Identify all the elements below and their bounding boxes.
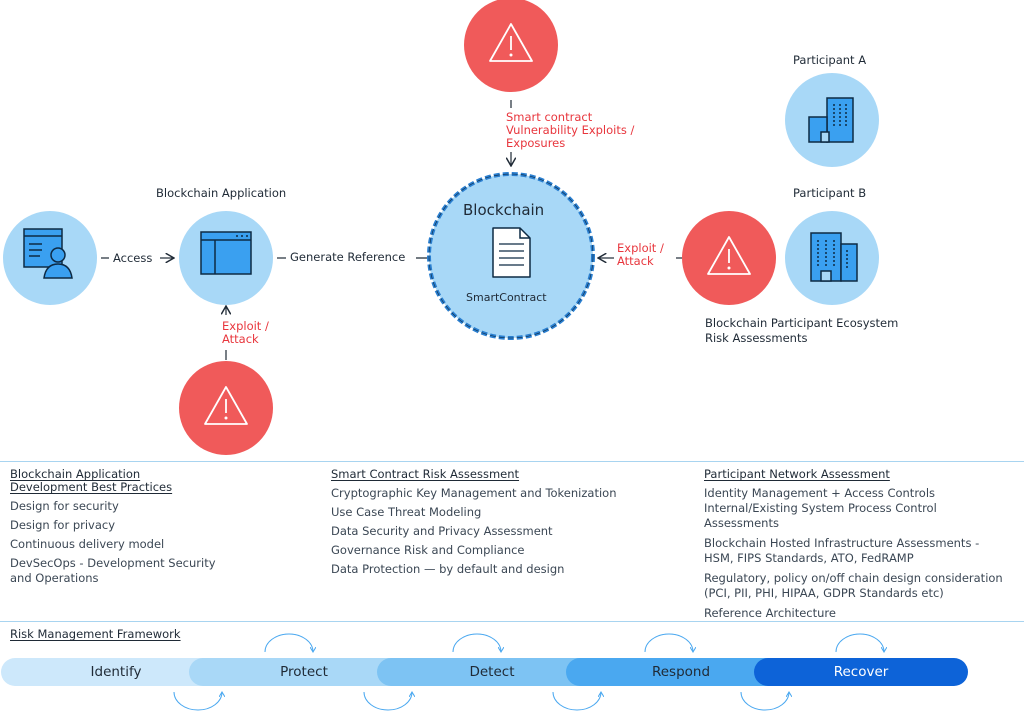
alert-node-smart-contract [464,0,558,92]
list-item: Blockchain Hosted Infrastructure Assessm… [704,536,980,565]
column-participant-network: Participant Network Assessment Identity … [704,468,1014,621]
cycle-arrow-icon [835,633,884,652]
list-item: Reference Architecture [704,606,836,620]
warning-icon [489,23,533,62]
column-title: Blockchain Application [10,467,141,481]
blockchain-application-node [179,211,273,305]
blockchain-application-label: Blockchain Application [156,186,287,200]
cycle-arrow-icon [363,692,412,711]
threat-diagram [3,0,879,455]
exploit-attack-app-label: Exploit / Attack [222,319,269,346]
section-divider-bottom [0,621,1024,622]
blockchain-node [427,172,595,340]
smart-contract-label: SmartContract [466,291,547,304]
framework-title: Risk Management Framework [10,627,181,641]
column-dev-best-practices: Blockchain Application Development Best … [10,468,310,586]
alert-node-app [179,361,273,455]
exploit-attack-blockchain-label: Exploit / Attack [617,241,664,268]
access-label: Access [113,251,153,265]
participant-a-node [785,73,879,167]
ecosystem-label: Blockchain Participant Ecosystem Risk As… [705,316,899,345]
blockchain-title: Blockchain [463,201,545,219]
cycle-arrow-icon [552,692,601,711]
building-icon [808,97,854,143]
list-item: Use Case Threat Modeling [331,505,482,519]
list-item: Continuous delivery model [10,537,165,551]
warning-icon [204,386,248,425]
user-node [3,211,97,305]
section-divider-top [0,461,1024,462]
warning-icon [707,236,751,275]
user-screen-icon [23,228,73,279]
participant-b-node [785,211,879,305]
alert-node-participants [682,211,776,305]
list-item: Governance Risk and Compliance [331,543,525,557]
list-item: Design for security [10,499,119,513]
smart-contract-threat-label: Smart contract Vulnerability Exploits / … [506,110,635,150]
list-item: Data Protection — by default and design [331,562,565,576]
cycle-arrow-icon [644,633,693,652]
phase-recover: Recover [754,658,968,686]
column-title: Participant Network Assessment [704,467,890,481]
list-item: Regulatory, policy on/off chain design c… [704,571,1003,600]
column-title: Development Best Practices [10,480,173,494]
list-item: Data Security and Privacy Assessment [331,524,553,538]
list-item: DevSecOps - Development Security and Ope… [10,556,216,585]
participant-b-label: Participant B [793,186,867,200]
list-item: Design for privacy [10,518,116,532]
cycle-arrow-icon [173,692,222,711]
list-item: Identity Management + Access Controls In… [704,486,937,530]
document-icon [492,227,531,278]
cycle-arrow-icon [452,633,501,652]
cycle-arrows [173,633,1024,711]
generate-reference-label: Generate Reference [290,250,406,264]
building-icon [810,232,858,282]
list-item: Cryptographic Key Management and Tokeniz… [331,486,617,500]
column-smart-contract-risk: Smart Contract Risk Assessment Cryptogra… [331,468,681,577]
app-window-icon [200,231,252,275]
cycle-arrow-icon [740,692,789,711]
cycle-arrow-icon [264,633,313,652]
column-title: Smart Contract Risk Assessment [331,467,520,481]
participant-a-label: Participant A [793,53,867,67]
